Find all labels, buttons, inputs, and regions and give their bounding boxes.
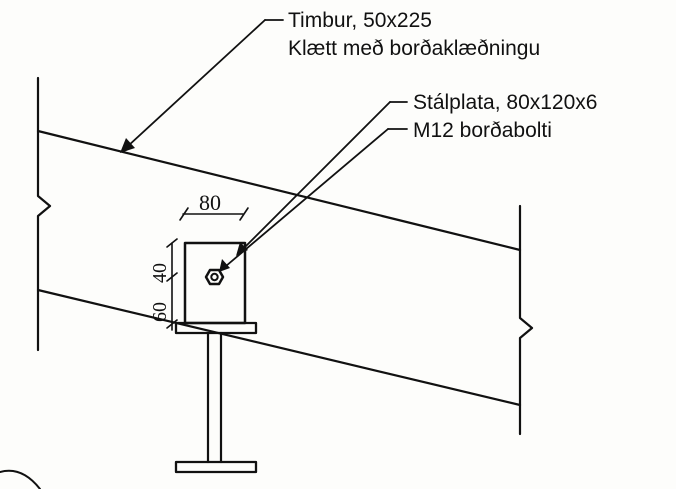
timber-label-line2: Klætt með borðaklæðningu (288, 37, 540, 60)
plate-arrowhead (236, 242, 248, 256)
bolt-label: M12 borðabolti (413, 119, 552, 142)
bolt-leader-diagonal (225, 128, 389, 267)
corner-arc (0, 469, 41, 489)
right-break-line (518, 204, 534, 436)
timber-arrowhead (120, 138, 135, 153)
bolt-hole (210, 272, 219, 282)
dim-80-tick-left (179, 207, 189, 221)
dim-80-tick-right (239, 207, 249, 221)
dim-40-text: 40 (149, 263, 171, 283)
timber-label-line1: Timbur, 50x225 (288, 9, 432, 32)
left-break-line (36, 76, 52, 352)
timber-top-edge (36, 129, 522, 252)
dim-vertical-tick-top (166, 238, 178, 248)
timber-leader-diagonal (127, 19, 266, 147)
dim-80-text: 80 (199, 190, 221, 215)
dim-60-text: 60 (149, 302, 171, 322)
bolt-nut (204, 268, 225, 286)
plate-label: Stálplata, 80x120x6 (413, 91, 597, 114)
timber-bottom-edge (36, 288, 522, 407)
plate-leader-diagonal (241, 101, 391, 251)
i-beam-bottom-flange (174, 460, 258, 474)
dim-vertical-tick-bot (166, 319, 178, 329)
i-beam-top-flange (174, 321, 258, 335)
bolt-arrowhead (219, 259, 230, 272)
dim-vertical-tick-mid (166, 272, 178, 282)
